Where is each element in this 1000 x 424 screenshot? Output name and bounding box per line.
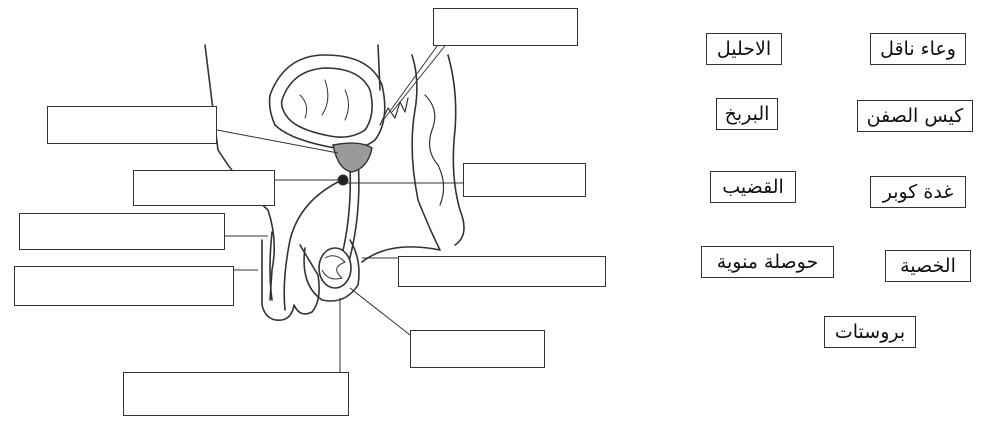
- blank-label-box-2[interactable]: [47, 106, 217, 144]
- blank-label-box-6[interactable]: [14, 266, 234, 306]
- seminal-vesicle-shape: [379, 97, 409, 126]
- pointer-line: [349, 287, 411, 336]
- pointer-line: [216, 129, 339, 154]
- word-epididymis[interactable]: البربخ: [716, 98, 778, 130]
- word-seminal-vesicle[interactable]: كيس الصفن: [857, 100, 973, 132]
- blank-label-box-9[interactable]: [123, 372, 349, 416]
- word-seminal-vesicle-2[interactable]: حوصلة منوية: [701, 246, 834, 278]
- testis-shape: [318, 247, 352, 289]
- word-penis[interactable]: القضيب: [710, 171, 796, 203]
- bladder-inner: [280, 67, 373, 138]
- rectum-outline: [361, 44, 441, 263]
- bladder-outer: [268, 54, 386, 150]
- word-testis[interactable]: الخصية: [885, 250, 971, 282]
- blank-label-box-1[interactable]: [433, 8, 578, 46]
- prostate-shape: [332, 142, 373, 173]
- pointer-line: [384, 41, 441, 119]
- body-outline: [204, 44, 276, 301]
- scrotum-outline: [303, 239, 360, 302]
- blank-label-box-3[interactable]: [133, 170, 275, 206]
- pointer-line: [391, 41, 449, 113]
- urethra-tube: [283, 179, 343, 311]
- word-cowper-gland[interactable]: غدة كوبر: [870, 176, 966, 208]
- word-urethra[interactable]: الاحليل: [706, 33, 782, 65]
- blank-label-box-5[interactable]: [19, 213, 225, 250]
- blank-label-box-4[interactable]: [463, 163, 586, 197]
- blank-label-box-8[interactable]: [410, 330, 545, 368]
- spine-outline: [447, 54, 465, 246]
- penis-outline: [261, 239, 320, 322]
- word-prostate[interactable]: بروستات: [824, 316, 916, 348]
- blank-label-box-7[interactable]: [398, 256, 606, 287]
- penis-inner: [269, 231, 273, 301]
- word-vas-deferens[interactable]: وعاء ناقل: [870, 33, 966, 65]
